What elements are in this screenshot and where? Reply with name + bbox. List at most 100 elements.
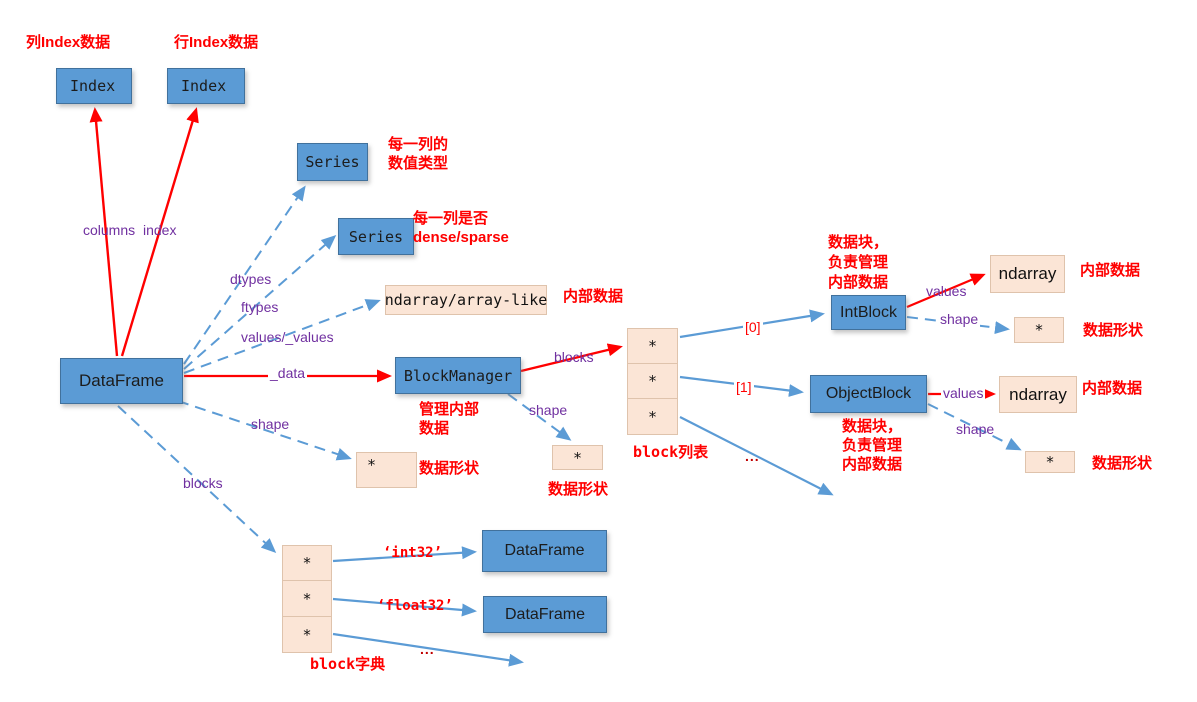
note-line: 内部数据 [842,456,903,473]
blocklist-caption: block列表 [633,443,709,461]
star-glyph: * [302,589,312,608]
ndarray-note: 内部数据 [563,288,624,305]
star-glyph: * [647,372,658,390]
blockdict-ellipsis: ... [420,641,435,657]
dtypes-label: dtypes [230,271,272,287]
df-shape-note: 数据形状 [419,460,480,477]
intblock-shape-note: 数据形状 [1083,322,1144,339]
note-line: 数据 [419,420,450,437]
data-label: _data [268,365,308,381]
node-label: IntBlock [840,303,897,321]
node-label: Index [181,77,227,95]
node-label: DataFrame [504,542,585,559]
blockdict-caption: block字典 [310,655,386,673]
cell-intblock-ndarray: ndarray [990,255,1065,293]
edge-index [120,107,199,357]
node-series-dtypes: Series [297,143,368,181]
shape-intblock-label: shape [938,311,981,327]
edge-shape-df [177,400,352,461]
note-line: 管理内部 [419,401,480,418]
note-line: 数值类型 [388,155,449,172]
values-objectblock-label: values [941,385,986,401]
values-values-label: values/_values [241,329,334,345]
shape-objectblock-label: shape [956,421,995,437]
node-dataframe: DataFrame [60,358,183,404]
note-line: dense/sparse [413,229,509,246]
note-line: 数据块， [828,234,889,251]
shape-df-label: shape [251,416,290,432]
cell-ndarray-arraylike: ndarray/array-like [385,285,547,315]
node-label: ObjectBlock [825,385,912,402]
edge-blocklist-more [679,416,834,496]
node-label: DataFrame [504,605,586,623]
cell-blocklist-2: * [627,398,678,435]
intblock-note: 数据块， 负责管理 内部数据 [828,233,888,293]
node-index-columns: Index [56,68,132,104]
cell-blocklist-0: * [627,328,678,364]
edge-values-intblock [906,273,986,309]
note-line: 负责管理 [842,437,903,454]
edge-ftypes [183,235,337,370]
values-intblock-label: values [926,283,967,299]
series-ftypes-note: 每一列是否 dense/sparse [413,209,509,247]
blocks-bm-label: blocks [554,349,594,365]
node-objectblock: ObjectBlock [810,375,927,413]
node-blockmanager: BlockManager [395,357,521,394]
node-dataframe-float32: DataFrame [483,596,607,633]
node-label: Index [70,77,116,95]
note-line: 数据块， [842,418,903,435]
cell-bm-shape: * [552,445,603,470]
star-glyph: * [572,448,583,467]
float32-key-label: ‘float32’ [377,598,453,614]
cell-label: ndarray [1009,384,1067,404]
cell-label: ndarray/array-like [384,291,548,309]
node-series-ftypes: Series [338,218,414,255]
edge-blockdict-int32 [332,546,477,563]
edge-values-values [183,299,381,374]
edge-blockdict-more [332,632,524,667]
edge-blockdict-float32 [332,597,477,617]
bm-shape-note: 数据形状 [548,481,609,498]
node-dataframe-int32: DataFrame [482,530,607,572]
cell-blockdict-1: * [282,580,332,617]
node-intblock: IntBlock [831,295,906,330]
star-glyph: * [647,337,658,355]
star-glyph: * [302,554,312,572]
blocklist-index1-label: [1] [734,378,754,397]
objectblock-note: 数据块， 负责管理 内部数据 [842,417,902,474]
blocklist-index0-label: [0] [743,318,763,337]
columns-label: columns [83,222,136,238]
cell-blockdict-2: * [282,616,332,653]
note-line: 每一列的 [388,136,449,153]
cell-label: ndarray [998,264,1057,283]
cell-intblock-shape: * [1014,317,1064,343]
star-glyph: * [302,625,312,644]
star-glyph: * [367,456,377,474]
cell-objectblock-shape: * [1025,451,1075,473]
blocklist-ellipsis: ... [745,448,760,464]
node-label: DataFrame [78,371,165,390]
edge-shape-bm [507,393,572,441]
note-line: 负责管理 [828,254,889,271]
intblock-ndarray-note: 内部数据 [1080,262,1141,279]
col-index-note: 列Index数据 [26,34,111,51]
cell-objectblock-ndarray: ndarray [999,376,1077,413]
node-label: Series [305,153,360,171]
cell-df-shape: * [356,452,417,488]
note-line: 每一列是否 [413,210,489,227]
note-line: 内部数据 [828,274,889,291]
shape-bm-label: shape [529,402,568,418]
objectblock-ndarray-note: 内部数据 [1082,380,1143,397]
node-label: BlockManager [403,366,513,385]
objectblock-shape-note: 数据形状 [1092,455,1153,472]
cell-blocklist-1: * [627,363,678,399]
cell-blockdict-0: * [282,545,332,581]
blockmanager-note: 管理内部 数据 [419,400,479,438]
star-glyph: * [1034,321,1044,339]
edge-blocks-bm [520,343,623,373]
series-dtypes-note: 每一列的 数值类型 [388,135,448,173]
node-label: Series [348,227,404,246]
int32-key-label: ‘int32’ [383,545,443,561]
